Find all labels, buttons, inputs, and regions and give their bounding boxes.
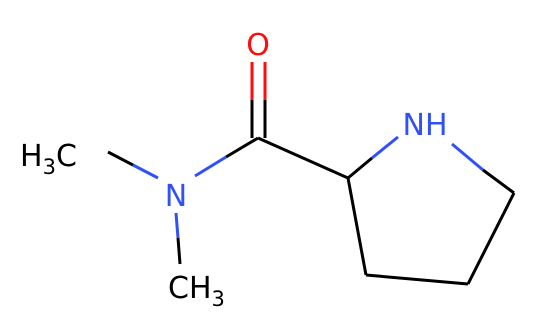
bond-ring-c4-to-c3 <box>365 273 469 286</box>
atom-methyl-bottom-subscript: 3 <box>212 287 225 311</box>
bond-ring-c5-to-c4 <box>466 192 516 285</box>
bond-amide-n-to-methyl-top <box>107 150 134 167</box>
bond-ring-nh-to-c5-colored <box>451 142 484 172</box>
bond-set <box>107 62 516 286</box>
atom-amide-n-label: N <box>165 179 187 214</box>
atom-ring-n-symbol: N <box>402 108 424 143</box>
atom-oxygen-label: O <box>246 28 270 63</box>
atom-labels: O NH N H3C CH3 <box>20 28 448 311</box>
atom-methyl-top-h: H <box>20 139 43 174</box>
bond-ring-c2-to-nh <box>347 156 373 180</box>
atom-methyl-bottom-label: CH3 <box>168 271 225 311</box>
atom-methyl-top-c: C <box>56 139 77 174</box>
bond-amide-n-to-methyl-bottom <box>176 237 182 265</box>
bond-carbonyl-c-to-amide-n-colored <box>194 155 227 178</box>
atom-ring-nh-label: NH <box>402 108 447 143</box>
atom-ring-h-symbol: H <box>425 108 448 143</box>
bond-ring-c2-to-nh-colored <box>371 135 399 160</box>
atom-methyl-top-label: H3C <box>20 139 77 179</box>
bond-carbonyl-c-to-ring-c2 <box>257 136 349 180</box>
bond-carbonyl-c-to-amide-n <box>225 136 259 159</box>
atom-methyl-bottom-ch: CH <box>168 271 212 306</box>
bond-ring-nh-to-c5 <box>482 168 515 195</box>
atom-methyl-top-subscript: 3 <box>43 155 56 179</box>
bond-amide-n-to-methyl-top-colored <box>132 163 159 180</box>
bond-ring-c3-to-c2 <box>346 177 368 276</box>
bond-amide-n-to-methyl-bottom-colored <box>174 212 180 239</box>
